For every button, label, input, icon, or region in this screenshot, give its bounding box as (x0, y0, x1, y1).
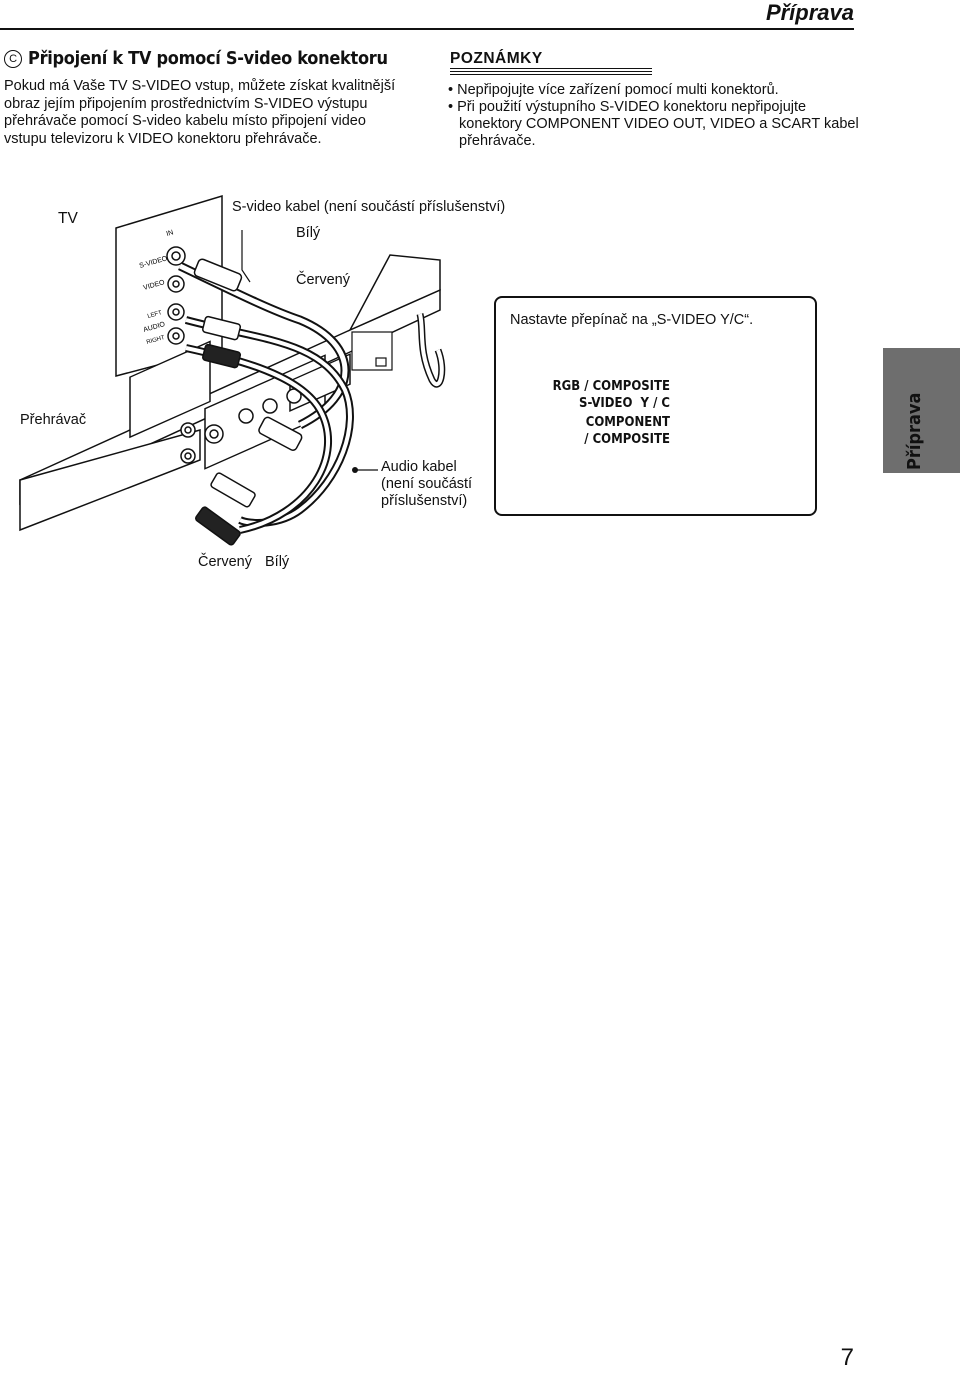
note-item: Při použití výstupního S-VIDEO konektoru… (448, 99, 868, 150)
svideo-cable-label: S-video kabel (není součástí příslušenst… (232, 199, 506, 215)
notes-list: Nepřipojujte více zařízení pomocí multi … (448, 82, 868, 150)
white-bottom-label: Bílý (265, 554, 290, 570)
note-item: Nepřipojujte více zařízení pomocí multi … (448, 82, 868, 99)
section-marker: C (4, 49, 22, 68)
tv-label: TV (58, 210, 78, 227)
switch-option-rgb: RGB / COMPOSITE (552, 379, 670, 394)
player-jacks (180, 388, 302, 464)
switch-callout (494, 296, 817, 516)
white-top-label: Bílý (296, 225, 321, 241)
player-switch-box (351, 331, 393, 371)
section-heading: C Připojení k TV pomocí S-video konektor… (4, 48, 388, 69)
section-title: Připojení k TV pomocí S-video konektoru (28, 48, 388, 69)
tv-right-label: RIGHT (146, 335, 166, 346)
callout-instruction: Nastavte přepínač na „S-VIDEO Y/C“. (510, 312, 754, 328)
player-label: Přehrávač (20, 412, 87, 428)
header-rule (0, 28, 854, 30)
switch-option-composite: / COMPOSITE (584, 432, 670, 447)
audio-cable (184, 315, 354, 546)
header-title: Příprava (765, 0, 854, 25)
tv-in-label: IN (166, 229, 175, 238)
intro-paragraph: Pokud má Vaše TV S-VIDEO vstup, můžete z… (4, 78, 396, 147)
red-top-label: Červený (296, 272, 350, 288)
audio-cable-label: Audio kabel (není součástí příslušenství… (381, 459, 473, 509)
tv-left-label: LEFT (147, 310, 163, 320)
tv-jacks (166, 246, 186, 345)
switch-option-svideo: S-VIDEO Y / C (579, 396, 670, 411)
connection-diagram: IN S-VIDEO VIDEO LEFT AUDIO RIGHT (0, 180, 960, 600)
svideo-leader (241, 230, 251, 283)
svideo-cable (178, 258, 350, 451)
page-number: 7 (840, 1344, 854, 1371)
notes-rule (450, 68, 652, 75)
red-bottom-label: Červený (198, 554, 252, 570)
notes-title: POZNÁMKY (450, 50, 543, 67)
player-switch (375, 357, 387, 367)
diagram-illustration: IN S-VIDEO VIDEO LEFT AUDIO RIGHT (19, 194, 714, 546)
side-tab (883, 348, 960, 473)
switch-option-component: COMPONENT (585, 415, 670, 430)
side-tab-label: Příprava (904, 392, 925, 470)
